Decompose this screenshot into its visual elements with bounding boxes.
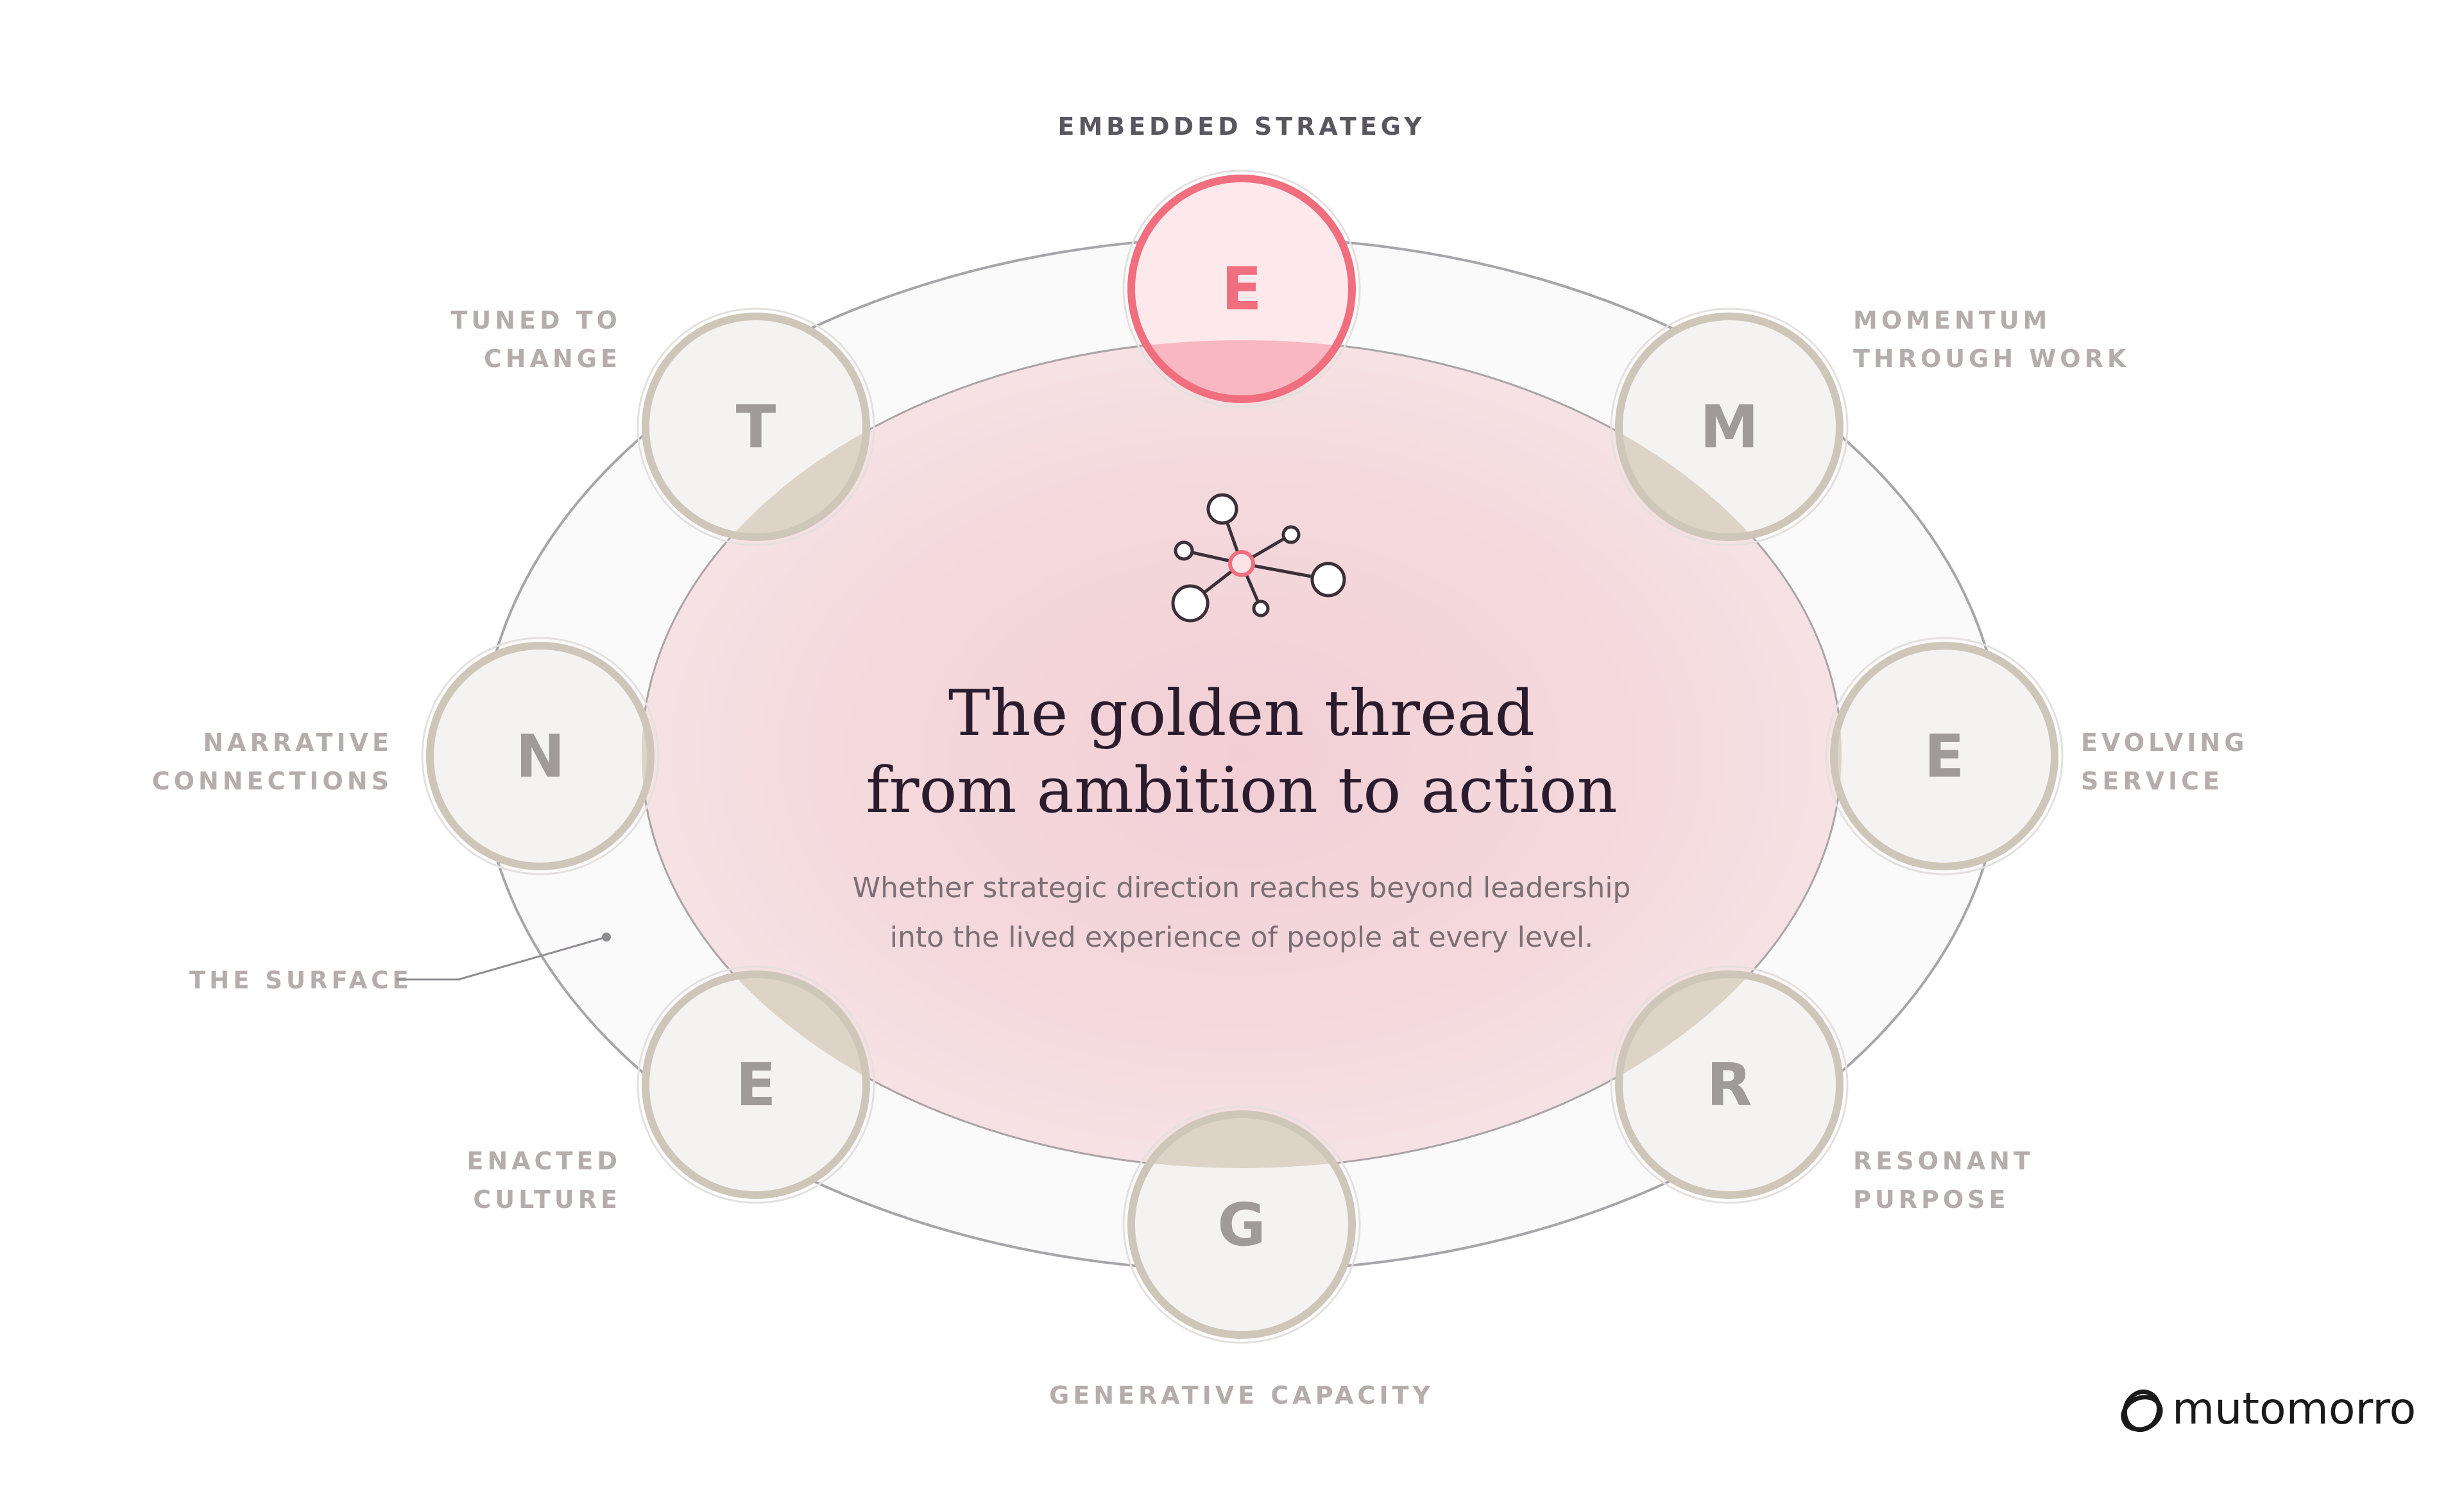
- surface-dot: [602, 933, 611, 942]
- node-label-4: PURPOSE: [1853, 1185, 2009, 1214]
- diagram-subtitle-line-1: Whether strategic direction reaches beyo…: [853, 872, 1631, 904]
- surface-label: THE SURFACE: [189, 967, 413, 994]
- node-1: E: [1122, 169, 1361, 408]
- diagram-subtitle-line-2: into the lived experience of people at e…: [890, 921, 1593, 954]
- surface-callout: THE SURFACE: [189, 933, 611, 994]
- node-label-8: CHANGE: [484, 345, 621, 373]
- node-3: E: [1825, 637, 2064, 875]
- node-letter: E: [736, 1051, 776, 1119]
- node-letter: G: [1217, 1191, 1266, 1259]
- node-2: M: [1610, 307, 1849, 546]
- node-label-7: CONNECTIONS: [152, 767, 393, 795]
- node-label-7: NARRATIVE: [203, 728, 393, 757]
- node-letter: E: [1222, 255, 1262, 323]
- node-letter: T: [736, 393, 776, 461]
- node-6: E: [637, 965, 875, 1204]
- node-label-3: SERVICE: [2081, 767, 2223, 795]
- node-4: R: [1610, 965, 1849, 1204]
- diagram-title-line-2: from ambition to action: [866, 754, 1617, 827]
- brand-logo: mutomorro: [2121, 1384, 2416, 1434]
- node-label-8: TUNED TO: [450, 306, 621, 334]
- logo-ring-icon: [2121, 1389, 2163, 1433]
- node-7: N: [421, 637, 660, 875]
- node-label-4: RESONANT: [1853, 1147, 2034, 1175]
- network-icon: [1171, 493, 1346, 623]
- node-letter: E: [1924, 722, 1965, 791]
- node-label-6: ENACTED: [467, 1147, 621, 1175]
- node-label-2: THROUGH WORK: [1853, 345, 2130, 373]
- node-letter: M: [1700, 393, 1759, 461]
- brand-name: mutomorro: [2172, 1384, 2416, 1434]
- node-8: T: [637, 307, 875, 546]
- node-label-3: EVOLVING: [2081, 728, 2248, 757]
- node-letter: R: [1707, 1051, 1752, 1119]
- node-letter: N: [516, 722, 565, 791]
- node-label-2: MOMENTUM: [1853, 306, 2051, 334]
- node-label-6: CULTURE: [473, 1185, 621, 1214]
- diagram-title-line-1: The golden thread: [948, 677, 1535, 750]
- node-5: G: [1122, 1105, 1361, 1344]
- node-label-5: GENERATIVE CAPACITY: [1049, 1381, 1434, 1409]
- node-label-1: EMBEDDED STRATEGY: [1057, 112, 1425, 141]
